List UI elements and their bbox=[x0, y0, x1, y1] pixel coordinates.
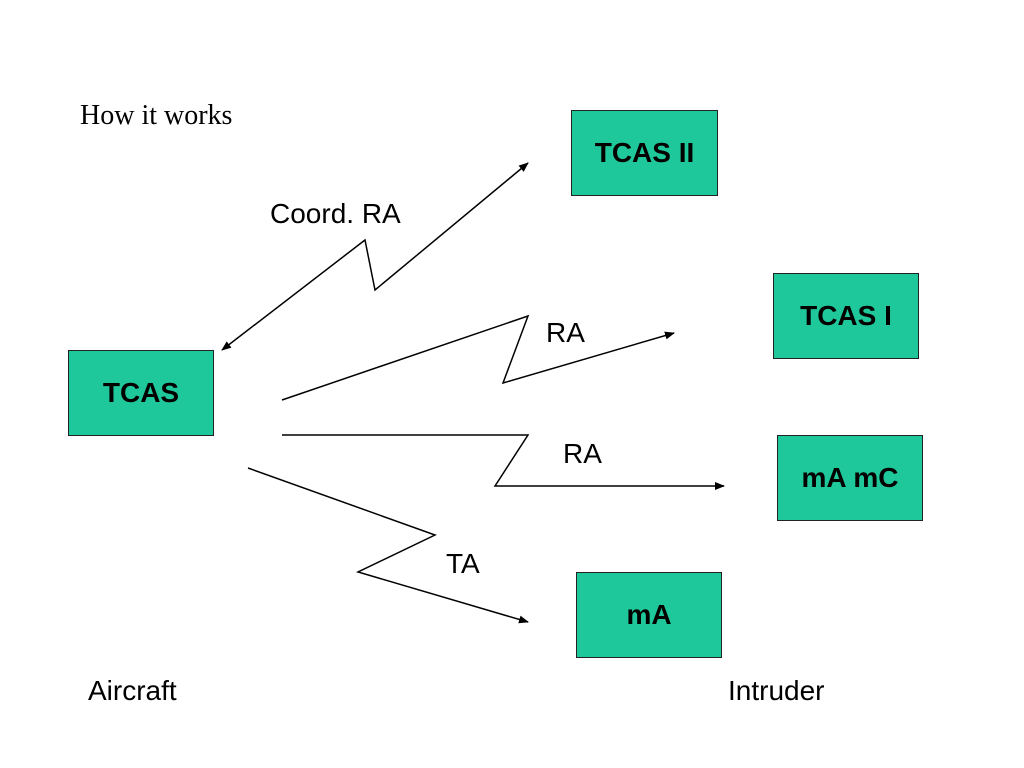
tcas-i-node: TCAS I bbox=[773, 273, 919, 359]
ra-link-ma-mc bbox=[282, 434, 725, 490]
intruder-label: Intruder bbox=[728, 675, 825, 706]
ta-label: TA bbox=[446, 548, 480, 579]
ta-link-ma bbox=[247, 467, 529, 624]
coord-ra-label: Coord. RA bbox=[270, 198, 401, 229]
ra-label-mid: RA bbox=[563, 438, 602, 469]
ra-link-tcas-i bbox=[281, 314, 675, 401]
ma-node: mA bbox=[576, 572, 722, 658]
ma-mc-node: mA mC bbox=[777, 435, 923, 521]
tcas-node: TCAS bbox=[68, 350, 214, 436]
coord-ra-link bbox=[221, 162, 529, 351]
ra-label-top: RA bbox=[546, 317, 585, 348]
page-title: How it works bbox=[80, 100, 233, 131]
tcas-ii-node: TCAS II bbox=[571, 110, 718, 196]
aircraft-label: Aircraft bbox=[88, 675, 177, 706]
